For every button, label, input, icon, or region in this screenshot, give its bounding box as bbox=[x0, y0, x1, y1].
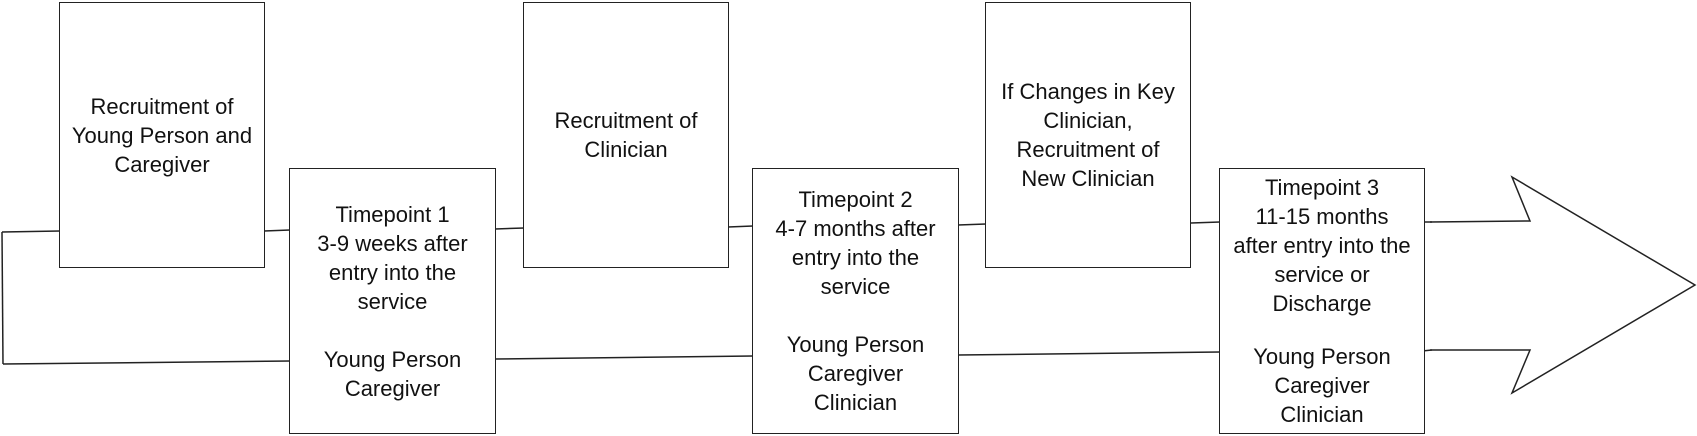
timepoint-2-heading-line-1: Timepoint 2 bbox=[798, 187, 913, 212]
timepoint-2-heading-line-4: service bbox=[820, 274, 891, 299]
recruitment-new-clinician-box: If Changes in Key Clinician, Recruitment… bbox=[985, 2, 1191, 268]
recruitment-young-person-line-2: Young Person and bbox=[71, 122, 253, 148]
recruitment-young-person-line-1: Recruitment of bbox=[90, 93, 234, 119]
recruitment-clinician-line-2: Clinician bbox=[584, 137, 668, 162]
recruitment-new-clinician-line-2: Clinician, bbox=[1043, 108, 1133, 133]
timepoint-1-heading-line-1: Timepoint 1 bbox=[335, 201, 450, 227]
arrow-top-rail-3 bbox=[494, 227, 525, 230]
timepoint-2-participant-line-3: Clinician bbox=[813, 390, 898, 415]
timepoint-3-participant-line-1: Young Person bbox=[1253, 344, 1391, 369]
arrow-outline bbox=[1429, 175, 1697, 395]
arrow-bottom-rail-1 bbox=[2, 360, 291, 365]
recruitment-new-clinician-line-1: If Changes in Key bbox=[1001, 79, 1175, 104]
timepoint-3-heading-line-2: 11-15 months bbox=[1255, 204, 1389, 229]
arrow-bottom-rail-2 bbox=[494, 355, 754, 360]
recruitment-new-clinician-line-4: New Clinician bbox=[1021, 166, 1155, 191]
recruitment-young-person-box: Recruitment of Young Person and Caregive… bbox=[59, 2, 265, 268]
recruitment-young-person-line-3: Caregiver bbox=[114, 151, 210, 177]
timepoint-3-participant-line-2: Caregiver bbox=[1274, 373, 1370, 398]
timepoint-1-heading-line-3: entry into the bbox=[328, 259, 457, 285]
timepoint-1-heading-line-2: 3-9 weeks after bbox=[317, 230, 468, 256]
timepoint-2-box: Timepoint 2 4-7 months after entry into … bbox=[752, 168, 959, 434]
timepoint-3-participant-line-3: Clinician bbox=[1280, 402, 1364, 427]
recruitment-clinician-line-1: Recruitment of bbox=[554, 108, 698, 133]
timepoint-3-heading-line-5: Discharge bbox=[1272, 291, 1372, 316]
arrow-top-rail-2 bbox=[263, 229, 291, 232]
arrow-top-rail-6 bbox=[1190, 221, 1221, 224]
arrow-top-rail-4 bbox=[727, 225, 754, 228]
recruitment-new-clinician-line-3: Recruitment of bbox=[1016, 137, 1160, 162]
timepoint-1-participant-line-2: Caregiver bbox=[344, 375, 441, 401]
recruitment-clinician-box: Recruitment of Clinician bbox=[523, 2, 729, 268]
timepoint-3-heading-line-4: service or bbox=[1274, 262, 1370, 287]
timepoint-3-box: Timepoint 3 11-15 months after entry int… bbox=[1219, 168, 1425, 434]
timepoint-2-heading-line-3: entry into the bbox=[791, 245, 920, 270]
timepoint-1-box: Timepoint 1 3-9 weeks after entry into t… bbox=[289, 168, 496, 434]
timepoint-2-participant-line-2: Caregiver bbox=[807, 361, 904, 386]
arrow-top-rail-1 bbox=[1, 230, 61, 233]
timepoint-2-heading-line-2: 4-7 months after bbox=[775, 216, 936, 241]
timepoint-1-participant-line-1: Young Person bbox=[323, 346, 462, 372]
arrow-left-edge bbox=[1, 231, 4, 365]
timepoint-1-heading-line-4: service bbox=[357, 288, 428, 314]
arrow-bottom-rail-3 bbox=[957, 351, 1221, 356]
arrow-top-rail-5 bbox=[957, 223, 987, 226]
timepoint-3-heading-line-1: Timepoint 3 bbox=[1264, 175, 1380, 200]
timepoint-3-heading-line-3: after entry into the bbox=[1233, 233, 1411, 258]
timepoint-2-participant-line-1: Young Person bbox=[786, 332, 925, 357]
